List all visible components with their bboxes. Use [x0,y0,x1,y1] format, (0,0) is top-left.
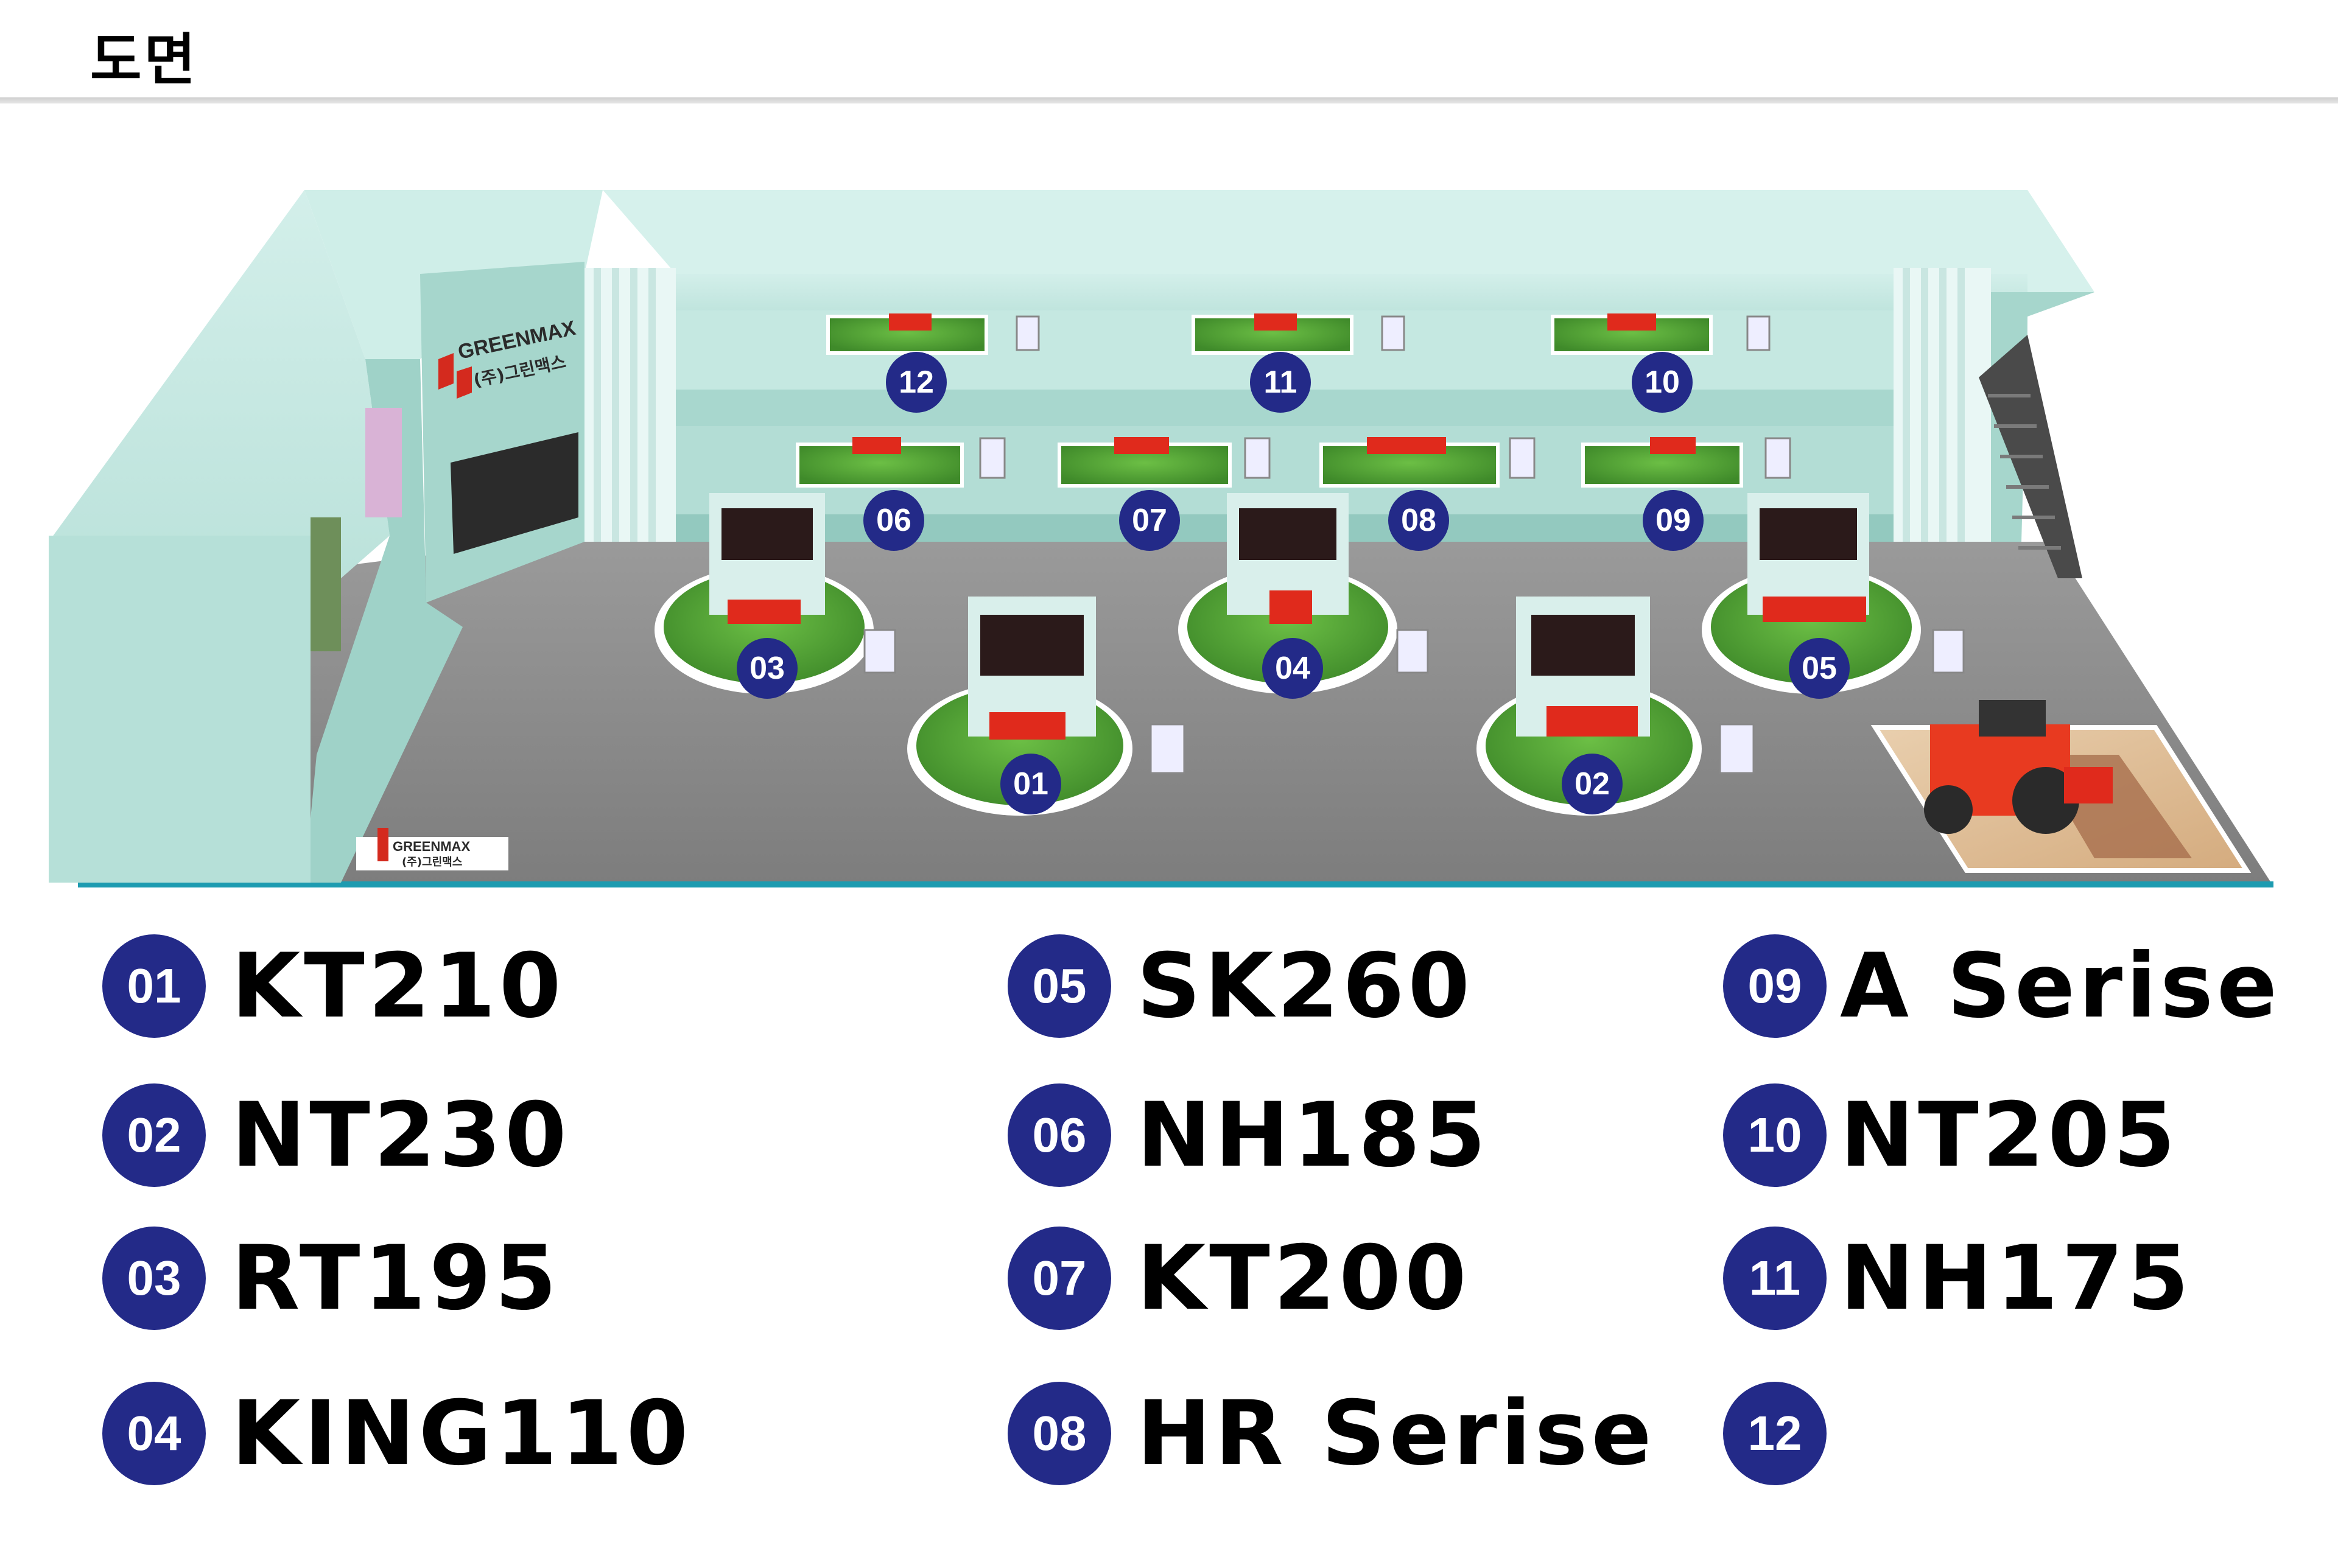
legend-item-01: 01 KT210 [102,931,565,1041]
legend-item-06: 06 NH185 [1008,1080,1489,1190]
svg-text:11: 11 [1264,365,1297,400]
map-marker-11: 11 [1250,352,1311,413]
front-sign-korean: (주)그린맥스 [402,856,462,869]
legend-label: NT205 [1840,1083,2179,1187]
brand-logo-mark-2 [457,366,472,399]
legend-label: NH185 [1137,1083,1490,1187]
svg-text:01: 01 [1013,766,1048,802]
staircase [1979,335,2082,578]
shelf-pad-10 [1551,313,1771,355]
legend-item-11: 11 NH175 [1723,1223,2192,1333]
brand-screen [451,432,578,554]
legend-badge: 05 [1008,934,1111,1038]
legend-badge: 09 [1723,934,1827,1038]
tractor-platform [1870,700,2252,873]
left-window-2 [365,408,402,517]
legend-badge: 02 [102,1083,206,1187]
legend-item-07: 07 KT200 [1008,1223,1470,1333]
page-title: 도면 [90,27,198,93]
map-marker-09: 09 [1643,490,1704,551]
legend-badge: 04 [102,1382,206,1485]
legend-item-09: 09 A Serise [1723,931,2281,1041]
legend-label: KT210 [231,934,565,1038]
station-02 [1476,597,1755,816]
map-markers: 12 11 10 06 07 08 09 03 04 05 01 02 [737,352,1850,814]
map-marker-07: 07 [1119,490,1180,551]
shelf-pad-07 [1058,437,1271,488]
map-marker-04: 04 [1262,638,1323,699]
station-03 [655,493,896,694]
legend-item-04: 04 KING110 [102,1379,692,1488]
legend-badge: 07 [1008,1227,1111,1330]
back-wall-top [603,190,2094,292]
left-window-1 [311,517,341,651]
shelf-pad-12 [826,313,1040,355]
map-marker-02: 02 [1562,754,1623,814]
legend-label: KING110 [231,1382,692,1485]
right-pillar [1894,268,1991,542]
svg-text:09: 09 [1655,503,1691,538]
shelf-pad-06 [796,437,1006,488]
legend-label: A Serise [1840,934,2281,1038]
legend-item-03: 03 RT195 [102,1223,560,1333]
legend-badge: 08 [1008,1382,1111,1485]
legend-badge: 10 [1723,1083,1827,1187]
legend-label: KT200 [1137,1227,1470,1330]
shelf-pad-08 [1319,437,1536,488]
map-marker-12: 12 [886,352,947,413]
station-01 [907,597,1185,816]
svg-text:05: 05 [1802,651,1837,686]
title-divider [0,97,2338,103]
legend-item-08: 08 HR Serise [1008,1379,1655,1488]
legend-label: NT230 [231,1083,570,1187]
legend-badge: 03 [102,1227,206,1330]
svg-text:03: 03 [749,651,785,686]
legend-item-05: 05 SK260 [1008,931,1473,1041]
left-pillar [584,268,676,542]
floor-edge [78,881,2273,887]
legend-badge: 01 [102,934,206,1038]
legend-label: HR Serise [1137,1382,1655,1485]
booth-floorplan: 12 11 10 06 07 08 09 03 04 05 01 02 GREE… [49,190,2273,887]
map-marker-06: 06 [863,490,924,551]
map-marker-01: 01 [1000,754,1061,814]
station-05 [1702,493,1965,694]
left-column [49,536,311,883]
legend-label: RT195 [231,1227,561,1330]
svg-text:08: 08 [1401,503,1436,538]
legend-item-02: 02 NT230 [102,1080,570,1190]
svg-text:06: 06 [876,503,911,538]
svg-text:07: 07 [1132,503,1167,538]
shelf-pad-09 [1581,437,1791,488]
svg-text:04: 04 [1275,651,1310,686]
front-sign-text: GREENMAX [393,839,470,854]
svg-text:12: 12 [899,365,934,400]
legend-label: SK260 [1137,934,1474,1038]
map-marker-03: 03 [737,638,798,699]
legend-item-10: 10 NT205 [1723,1080,2179,1190]
front-sign-mark [377,828,388,861]
svg-text:02: 02 [1574,766,1610,802]
svg-text:10: 10 [1645,365,1680,400]
legend-label: NH175 [1840,1227,2193,1330]
map-marker-05: 05 [1789,638,1850,699]
map-marker-08: 08 [1388,490,1449,551]
brand-logo-mark [438,353,454,390]
legend-badge: 06 [1008,1083,1111,1187]
left-wall-inner [304,359,463,883]
legend-badge: 11 [1723,1227,1827,1330]
legend-item-12: 12 [1723,1379,1840,1488]
map-marker-10: 10 [1632,352,1693,413]
legend-badge: 12 [1723,1382,1827,1485]
station-04 [1178,493,1429,694]
